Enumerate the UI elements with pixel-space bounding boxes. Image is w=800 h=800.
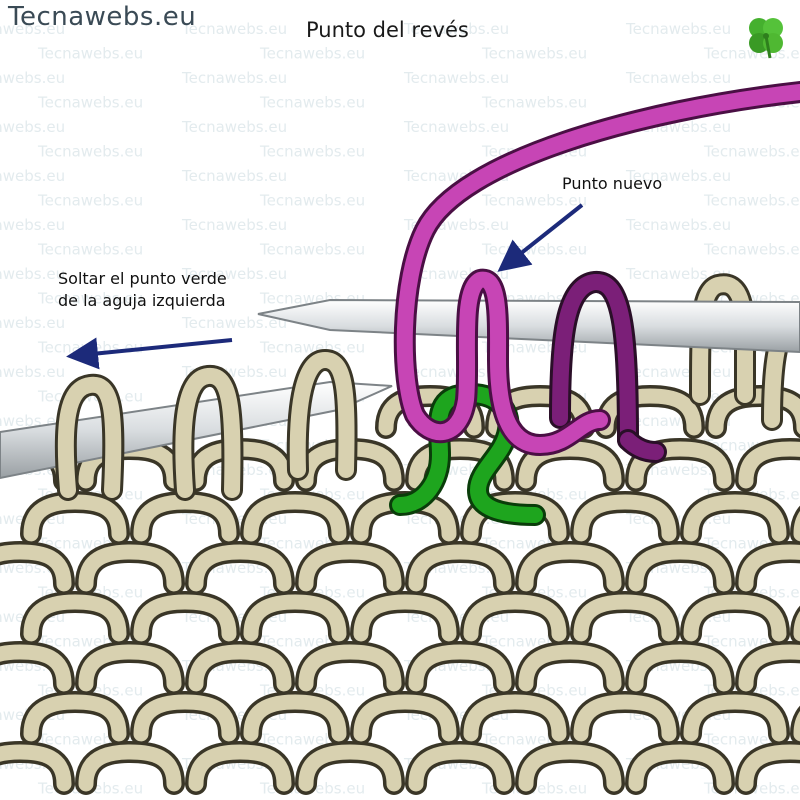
fabric-loop [23,494,127,542]
fabric-loop [78,744,182,792]
fabric-loop [738,441,800,489]
right-needle [257,298,800,354]
fabric-loop [573,494,677,542]
fabric-loop [408,744,512,792]
fabric-loop [188,744,292,792]
diagram-title: Punto del revés [306,18,469,42]
fabric-loop [573,694,677,742]
fabric-loop [353,594,457,642]
fabric-loop [243,594,347,642]
fabric-loop [628,744,732,792]
clover-icon [749,18,783,59]
fabric-loop [738,744,800,792]
fabric-loop [518,644,622,692]
fabric-loop [683,594,787,642]
fabric-loop [738,644,800,692]
magenta-yarn [393,81,800,456]
fabric-loop [298,544,402,592]
fabric-loop [0,544,72,592]
left-arrow-icon [66,337,233,370]
fabric-loop [0,744,72,792]
fabric-loop [408,644,512,692]
fabric-loop [23,594,127,642]
arrows [66,203,584,370]
fabric-loop [188,644,292,692]
fabric-loop [298,744,402,792]
fabric-loop [298,644,402,692]
fabric-loop [518,544,622,592]
fabric-loop [243,494,347,542]
down-arrow-icon [497,203,584,272]
fabric-loop [573,594,677,642]
fabric-loop [518,744,622,792]
fabric-loop [0,644,72,692]
fabric-loop [133,594,237,642]
fabric-loop [133,494,237,542]
fabric-loop [628,644,732,692]
knitted-fabric [0,384,800,795]
fabric-loop [188,544,292,592]
purple-stitch [549,271,667,463]
drop-stitch-label-line1: Soltar el punto verde [58,269,227,288]
fabric-loop [518,441,622,489]
fabric-loop [628,441,732,489]
fabric-loop [408,544,512,592]
fabric-loop [683,694,787,742]
fabric-loop [78,644,182,692]
fabric-loop [353,694,457,742]
site-logo-text: Tecnawebs.eu [8,2,197,32]
fabric-loop [463,494,567,542]
fabric-loop [738,544,800,592]
fabric-loop [463,694,567,742]
fabric-loop [133,694,237,742]
new-stitch-label: Punto nuevo [562,174,663,193]
fabric-loop [708,388,800,436]
drop-stitch-label-line2: de la aguja izquierda [58,291,226,310]
fabric-loop [683,494,787,542]
left-needle-stitches [54,348,358,501]
fabric-loop [628,544,732,592]
fabric-loop [78,544,182,592]
fabric-loop [463,594,567,642]
fabric-loop [243,694,347,742]
drop-stitch-label: Soltar el punto verde de la aguja izquie… [58,268,227,312]
fabric-loop [598,388,702,436]
fabric-loop [23,694,127,742]
